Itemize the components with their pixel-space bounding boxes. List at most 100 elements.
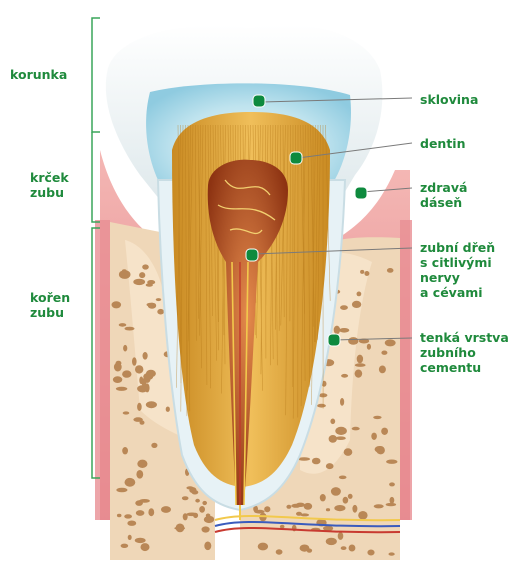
bone-pore: [352, 505, 357, 513]
bone-pore: [352, 427, 360, 431]
bone-pore: [199, 506, 205, 513]
bone-pore: [124, 478, 135, 487]
bone-pore: [334, 505, 345, 511]
bone-pore: [132, 357, 137, 366]
bone-pore: [348, 337, 358, 345]
bone-pore: [148, 508, 154, 516]
bone-pore: [334, 326, 340, 335]
bone-pore: [264, 506, 270, 512]
bone-pore: [331, 487, 341, 496]
bone-pore: [121, 544, 129, 548]
bone-pore: [389, 482, 395, 486]
bone-pore: [202, 501, 207, 505]
bone-pore: [122, 269, 127, 272]
bone-pore: [276, 549, 283, 554]
bone-pore: [326, 508, 330, 511]
bone-pore: [147, 303, 156, 307]
bone-pore: [122, 370, 131, 377]
bone-pore: [114, 363, 122, 372]
bone-pore: [135, 365, 143, 373]
bone-pore: [379, 366, 386, 374]
label-dentin: dentin: [420, 136, 465, 151]
bone-pore: [364, 271, 369, 276]
marker-gum: [355, 187, 367, 199]
bone-pore: [338, 532, 344, 540]
label-crown: korunka: [10, 67, 67, 82]
bone-pore: [386, 503, 397, 506]
bone-pore: [113, 376, 122, 383]
bone-pore: [344, 448, 353, 456]
bone-pore: [156, 298, 161, 301]
bone-pore: [326, 463, 334, 469]
bone-pore: [166, 407, 170, 412]
bone-pore: [161, 506, 171, 513]
bone-pore: [182, 496, 189, 500]
bone-pore: [360, 270, 364, 274]
bone-pore: [330, 419, 335, 425]
bone-pore: [340, 398, 344, 406]
bone-pore: [387, 268, 394, 273]
bone-pore: [202, 526, 210, 532]
bone-pore: [291, 504, 300, 508]
bone-pore: [304, 503, 313, 510]
label-neck: krček zubu: [30, 170, 69, 200]
bone-pore: [151, 443, 157, 448]
bone-pore: [146, 401, 157, 408]
bone-pore: [339, 328, 349, 333]
bone-pore: [381, 428, 388, 435]
label-root: kořen zubu: [30, 290, 70, 320]
bone-pore: [142, 264, 149, 269]
bone-pore: [135, 538, 146, 543]
bone-pore: [116, 387, 128, 391]
bone-pore: [367, 550, 374, 556]
label-gum: zdravá dáseň: [420, 180, 467, 210]
bone-pore: [312, 458, 321, 465]
bone-pore: [136, 470, 143, 479]
bone-pore: [125, 327, 135, 331]
bone-pore: [381, 351, 387, 355]
bone-pore: [341, 374, 348, 378]
bone-pore: [336, 436, 346, 440]
marker-dentin: [290, 152, 302, 164]
bone-pore: [348, 494, 353, 499]
bone-pore: [146, 283, 153, 287]
bone-pore: [127, 521, 136, 526]
bone-pore: [343, 497, 349, 504]
bone-pore: [117, 514, 122, 517]
bone-pore: [335, 427, 347, 435]
bone-pore: [133, 279, 145, 285]
label-pulp: zubní dřeň s citlivými nervy a cévami: [420, 240, 495, 300]
bone-pore: [389, 552, 395, 555]
marker-enamel: [253, 95, 265, 107]
bone-pore: [317, 404, 326, 408]
marker-cement: [328, 334, 340, 346]
bone-pore: [358, 511, 367, 520]
bone-pore: [137, 403, 142, 411]
bone-pore: [204, 542, 211, 551]
bone-pore: [137, 460, 147, 468]
bone-pore: [116, 488, 127, 493]
bone-pore: [119, 323, 127, 327]
bone-pore: [326, 538, 337, 545]
bone-pore: [349, 545, 356, 552]
bone-pore: [136, 510, 145, 516]
bone-pore: [183, 513, 188, 520]
bone-pore: [329, 435, 337, 443]
bone-pore: [143, 352, 148, 360]
bone-pore: [123, 345, 127, 352]
bone-pore: [298, 457, 310, 461]
bone-pore: [374, 504, 384, 508]
bone-pore: [341, 546, 347, 550]
bone-pore: [357, 355, 363, 364]
bone-pore: [133, 417, 142, 422]
bone-pore: [124, 514, 132, 518]
bone-pore: [386, 460, 397, 464]
bone-pore: [307, 549, 312, 553]
bone-pore: [176, 524, 185, 533]
bone-pore: [137, 385, 148, 392]
bone-pore: [300, 513, 309, 516]
bone-pore: [186, 486, 193, 489]
marker-pulp: [246, 249, 258, 261]
bone-pore: [390, 497, 395, 504]
bone-pore: [371, 433, 377, 440]
